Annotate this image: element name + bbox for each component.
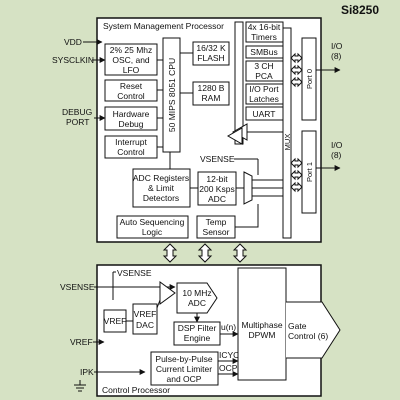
osc-line1: 2% 25 Mhz [110,45,153,55]
mux-block [282,27,292,239]
dpwm-line2: DPWM [249,330,276,340]
uart-label: UART [253,109,276,119]
autoseq-block [116,215,189,239]
sysclkin-pin: SYSCLKIN [52,55,94,65]
adc12-line1: 12-bit [206,174,228,184]
adcreg-line1: ADC Registers [133,173,189,183]
temp-line1: Temp [206,217,227,227]
vref-dac-line1: VREF [134,309,157,319]
cp-vsense-label: VSENSE [117,268,152,278]
ioport-line1: I/O Port [249,84,279,94]
adc12-block [197,171,237,206]
timers-line2: Timers [251,32,277,42]
interrupt-line1: Interrupt [115,137,147,147]
cp-ipk-pin: IPK [80,367,94,377]
pca-line2: PCA [255,71,273,81]
io1-line1: I/O [331,140,343,150]
reset-line2: Control [117,91,145,101]
cp-title: Control Processor [102,385,170,395]
io0-line2: (8) [331,51,342,61]
mux-port0-arrows [290,52,303,88]
port1-block [301,130,317,214]
ocp-label: OCP [219,363,238,373]
limiter-block [150,351,219,386]
gate-line2: Control (6) [288,331,328,341]
wire-dac-amp [156,299,161,309]
vref-dac-line2: DAC [136,320,154,330]
chip-title: Si8250 [341,3,379,17]
ground-symbol [74,380,86,392]
osc-line2: OSC, and [112,55,150,65]
ram-line1: 1280 B [198,83,225,93]
cpu-label: 50 MIPS 8051 CPU [167,58,177,132]
limiter-line1: Pulse-by-Pulse [155,354,212,364]
pca-line1: 3 CH [254,61,273,71]
vdd-pin: VDD [64,37,82,47]
smp-title: System Management Processor [103,21,224,31]
un-label: u(n) [221,322,236,332]
smp-vsense-label: VSENSE [200,154,235,164]
flash-line2: FLASH [197,53,224,63]
cp-vsense-pin: VSENSE [60,282,95,292]
limiter-line2: Current Limiter [156,364,212,374]
mux-port1-arrows [290,157,303,193]
dsp-line1: DSP Filter [178,323,217,333]
internal-bus [234,21,244,145]
debug-pin-line2: PORT [66,117,89,127]
autoseq-line1: Auto Sequencing [120,217,185,227]
adc10-line1: 10 MHz [182,288,211,298]
cp-vref-pin: VREF [70,337,93,347]
io0-line1: I/O [331,41,343,51]
mux-label: MUX [283,134,292,151]
vref-dac-block [132,303,158,335]
adc10-line2: ADC [188,298,206,308]
adcreg-line2: & Limit [148,183,175,193]
comparator-2 [226,127,243,145]
comparators [226,123,283,145]
debug-pin-line1: DEBUG [62,107,92,117]
timers-line1: 4x 16-bit [248,22,281,32]
port0-label: Port 0 [305,69,314,89]
port1-label: Port 1 [305,162,314,182]
osc-line3: LFO [123,65,140,75]
interrupt-line2: Control [117,147,145,157]
io1-line2: (8) [331,150,342,160]
hwdebug-line1: Hardware [113,109,150,119]
adc-input-mux [243,171,253,205]
port0-block [301,37,317,121]
cpu-block [162,37,181,153]
dpwm-block [237,267,287,381]
ioport-line2: Latches [249,94,279,104]
vref-label: VREF [104,316,127,326]
adcreg-line3: Detectors [143,193,179,203]
difference-amp [159,281,176,305]
dpwm-line1: Multiphase [241,320,282,330]
wire-temp-mux [235,204,259,228]
dsp-line2: Engine [184,333,211,343]
icyc-label: ICYC [219,350,239,360]
smbus-label: SMBus [250,47,277,57]
adc12-line3: ADC [208,194,226,204]
adc10-block [176,282,218,314]
interconnect-arrows [162,243,248,263]
ram-line2: RAM [202,93,221,103]
temp-line2: Sensor [203,227,230,237]
gate-control-output [286,301,341,359]
autoseq-line2: Logic [142,227,163,237]
flash-line1: 16/32 K [196,43,226,53]
gate-line1: Gate [288,321,307,331]
limiter-line3: and OCP [167,374,202,384]
hwdebug-line2: Debug [118,119,143,129]
adc12-line2: 200 Ksps [199,184,234,194]
reset-line1: Reset [120,81,143,91]
osc-block [104,43,158,76]
